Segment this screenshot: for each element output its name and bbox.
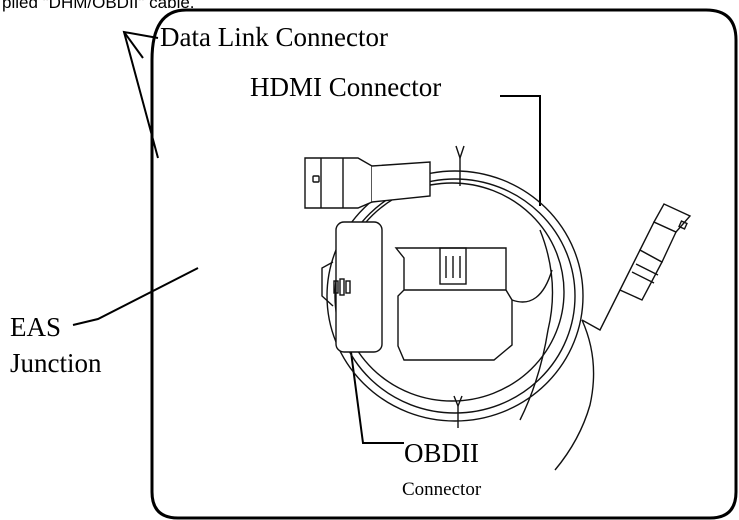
- label-data-link-connector: Data Link Connector: [160, 22, 388, 52]
- label-hdmi-connector: HDMI Connector: [250, 72, 442, 102]
- hdmi-leader: [500, 95, 541, 206]
- data-link-leader-arm: [123, 31, 144, 59]
- label-eas-junction-line1: EAS: [10, 312, 62, 342]
- caption-fragment: plied "DHM/OBDII" cable.: [2, 0, 195, 12]
- label-eas-junction-line2: Junction: [10, 348, 102, 378]
- eas-leader: [72, 267, 199, 326]
- label-obdii: OBDII: [404, 438, 479, 468]
- device-frame-outline: [150, 8, 738, 520]
- cable-illustration: [304, 145, 692, 471]
- label-connector: Connector: [402, 479, 482, 500]
